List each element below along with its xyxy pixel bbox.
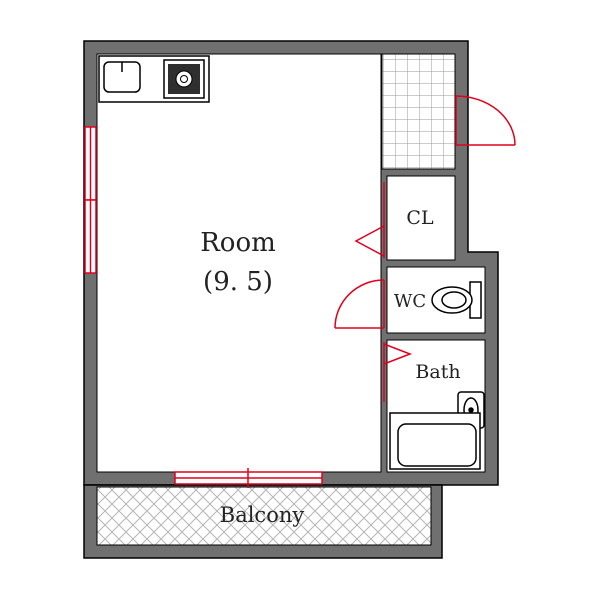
room-floor	[96, 53, 382, 473]
kitchen-counter	[98, 55, 210, 103]
closet-door-icon	[354, 182, 385, 258]
bath-door-icon	[383, 342, 413, 402]
balcony-window-icon	[174, 468, 323, 488]
entrance-tiles	[381, 53, 456, 170]
balcony-label: Balcony	[220, 503, 305, 527]
closet-floor	[386, 175, 456, 261]
wc-door-icon	[334, 279, 385, 329]
door-swing-icon	[455, 95, 516, 146]
bath-label: Bath	[415, 361, 460, 383]
balcony	[83, 484, 443, 559]
bathtub-icon	[389, 412, 481, 470]
sink-icon	[103, 61, 141, 93]
toilet-icon	[431, 281, 482, 319]
stove-icon	[163, 59, 205, 99]
room-size-label: (9. 5)	[203, 267, 273, 297]
closet-label: CL	[406, 207, 434, 229]
wc-label: WC	[394, 291, 426, 312]
room-name-label: Room	[200, 228, 276, 258]
window-icon	[84, 126, 97, 274]
